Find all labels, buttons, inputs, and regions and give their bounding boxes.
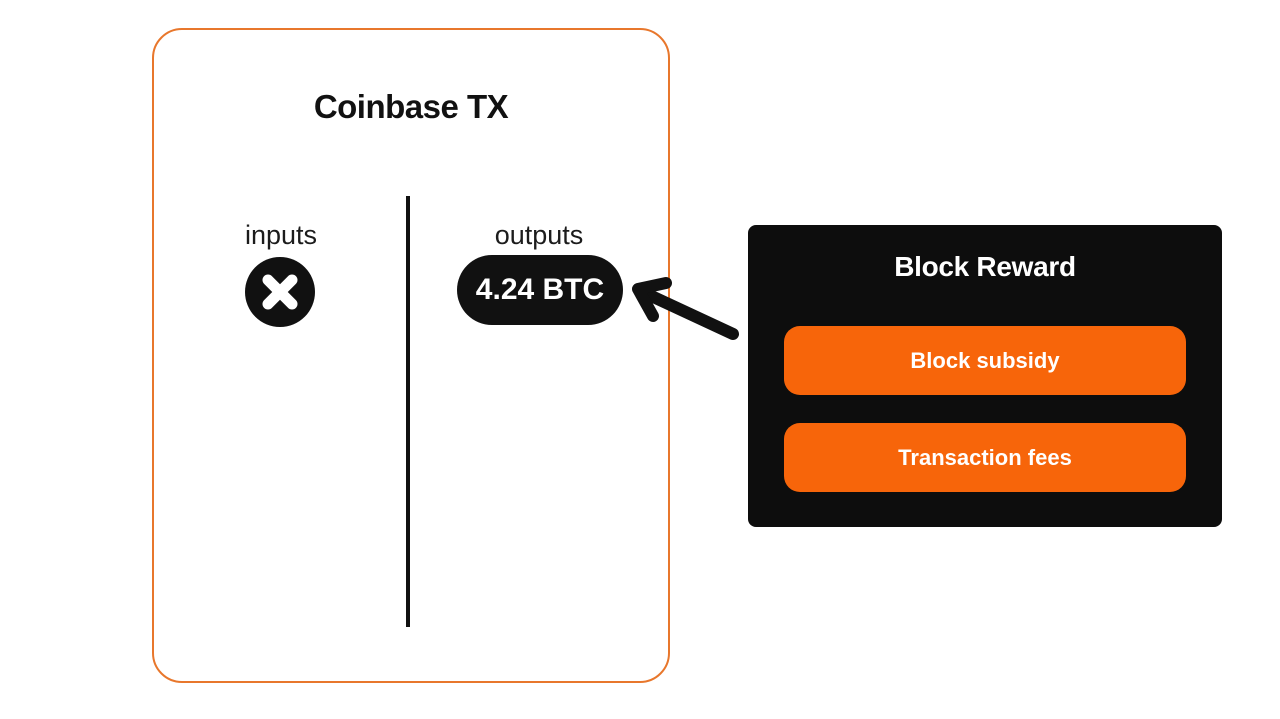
block-subsidy-label: Block subsidy	[910, 347, 1060, 373]
block-reward-title: Block Reward	[894, 251, 1076, 282]
coinbase-tx-title: Coinbase TX	[313, 88, 509, 125]
inputs-outputs-divider	[406, 196, 410, 627]
transaction-fees-label: Transaction fees	[898, 444, 1072, 470]
block-reward-box: Block Reward Block subsidy Transaction f…	[748, 225, 1222, 527]
output-amount-value: 4.24 BTC	[475, 273, 605, 306]
output-amount-pill: 4.24 BTC	[457, 255, 623, 325]
transaction-fees-item: Transaction fees	[784, 423, 1186, 492]
outputs-label: outputs	[494, 220, 584, 250]
coinbase-tx-box: Coinbase TX inputs outputs 4.24 BTC	[152, 28, 670, 683]
x-circle-icon	[245, 257, 315, 327]
block-subsidy-item: Block subsidy	[784, 326, 1186, 395]
inputs-label: inputs	[244, 220, 318, 250]
